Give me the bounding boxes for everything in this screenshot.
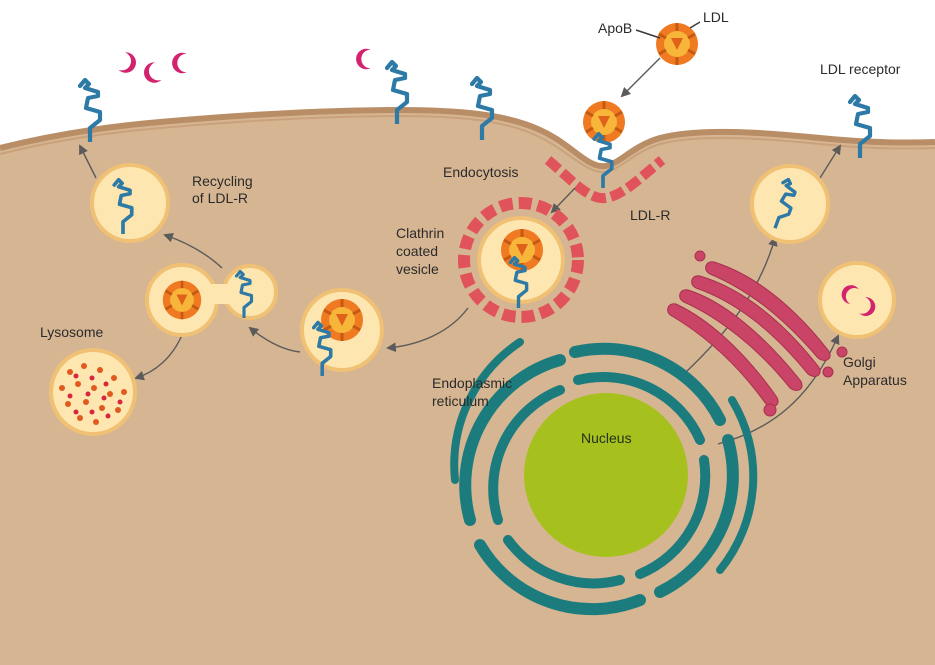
label-er-2: reticulum [432,393,489,409]
label-recycling-2: of LDL-R [192,190,248,206]
label-ldl: LDL [703,9,729,25]
secretory-vesicle [752,166,828,242]
label-recycling-1: Recycling [192,173,253,189]
lysosome [51,350,135,434]
label-endocytosis: Endocytosis [443,164,518,180]
label-ldl-receptor: LDL receptor [820,61,901,77]
nucleus [524,393,688,557]
label-ldl-r: LDL-R [630,207,670,223]
golgi-vesicle-fragments [820,263,894,337]
label-nucleus: Nucleus [581,430,632,446]
ldl-particle-bound [583,101,625,143]
label-clathrin-3: vesicle [396,261,439,277]
label-er-1: Endoplasmic [432,375,512,391]
label-lysosome: Lysosome [40,324,104,340]
label-golgi-2: Apparatus [843,372,907,388]
label-apob: ApoB [598,20,632,36]
ldl-particle-free [656,23,698,65]
label-golgi-1: Golgi [843,354,876,370]
recycling-vesicle [92,165,168,241]
label-clathrin-1: Clathrin [396,225,444,241]
label-clathrin-2: coated [396,243,438,259]
